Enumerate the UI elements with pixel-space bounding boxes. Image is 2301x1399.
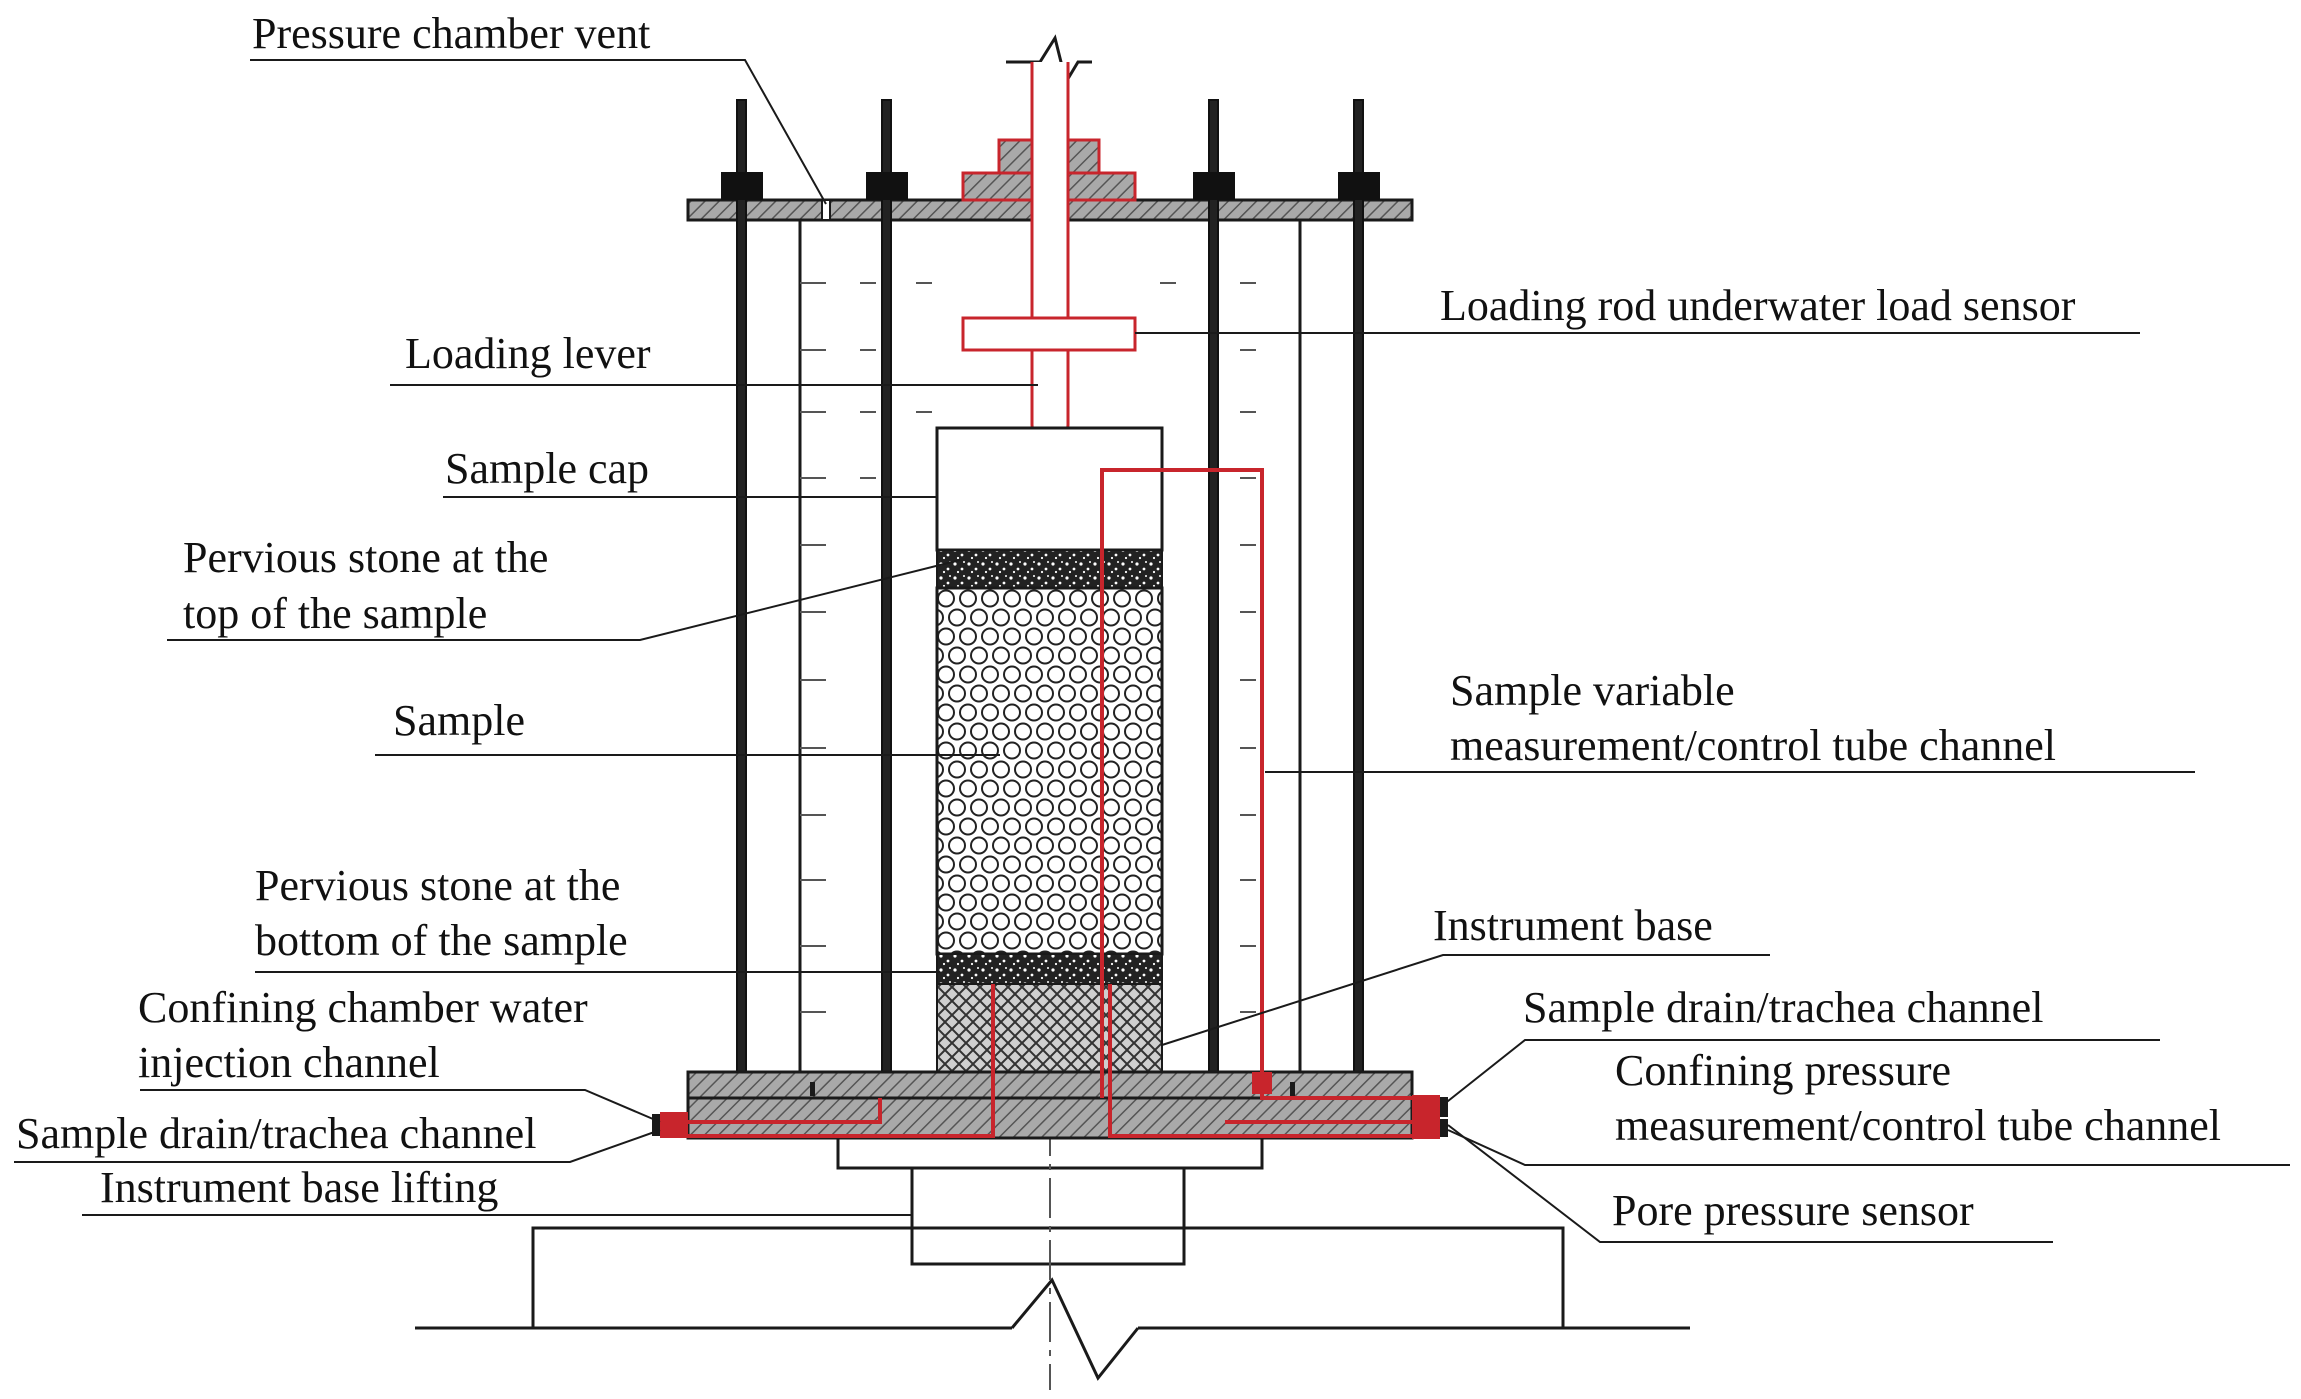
right-fitting [1412, 1095, 1440, 1139]
vent-hole [821, 199, 831, 221]
label-bottom-stone-line1: Pervious stone at the [255, 861, 620, 910]
label-sample: Sample [393, 696, 525, 745]
base-pedestal [936, 983, 1163, 1073]
right-channel-block [1252, 1072, 1272, 1094]
sample-body [935, 586, 1164, 956]
label-variable-tube-line1: Sample variable [1450, 666, 1735, 715]
bottom-pervious-stone [936, 953, 1163, 985]
label-variable-tube-line2: measurement/control tube channel [1450, 721, 2056, 770]
label-base-lifting: Instrument base lifting [100, 1163, 498, 1212]
left-fitting [660, 1112, 688, 1138]
rod-nuts [721, 172, 1380, 200]
label-load-sensor: Loading rod underwater load sensor [1440, 281, 2076, 330]
ground-support [415, 1136, 1690, 1381]
water-level-dashes [800, 282, 1256, 1013]
load-sensor [961, 316, 1137, 352]
label-top-stone-line1: Pervious stone at the [183, 533, 548, 582]
label-loading-lever: Loading lever [405, 329, 651, 378]
label-confining-tube-line1: Confining pressure [1615, 1046, 1951, 1095]
instrument-base-upper [686, 1070, 1414, 1100]
label-drain-right: Sample drain/trachea channel [1523, 983, 2043, 1032]
label-instrument-base: Instrument base [1433, 901, 1713, 950]
label-drain-left: Sample drain/trachea channel [16, 1109, 536, 1158]
leader-lines [14, 59, 2290, 1243]
label-top-stone-line2: top of the sample [183, 589, 487, 638]
label-bottom-stone-line2: bottom of the sample [255, 916, 628, 965]
sample-cap [935, 426, 1164, 552]
fitting-tips [652, 1082, 1448, 1137]
label-pore-pressure-sensor: Pore pressure sensor [1612, 1186, 1974, 1235]
instrument-base-lower [686, 1096, 1414, 1140]
label-sample-cap: Sample cap [445, 444, 649, 493]
label-water-injection-line1: Confining chamber water [138, 983, 588, 1032]
chamber-walls [798, 220, 1302, 1072]
label-confining-tube-line2: measurement/control tube channel [1615, 1101, 2221, 1150]
top-pervious-stone [936, 549, 1163, 589]
label-pressure-chamber-vent: Pressure chamber vent [252, 9, 650, 58]
label-water-injection-line2: injection channel [138, 1038, 440, 1087]
